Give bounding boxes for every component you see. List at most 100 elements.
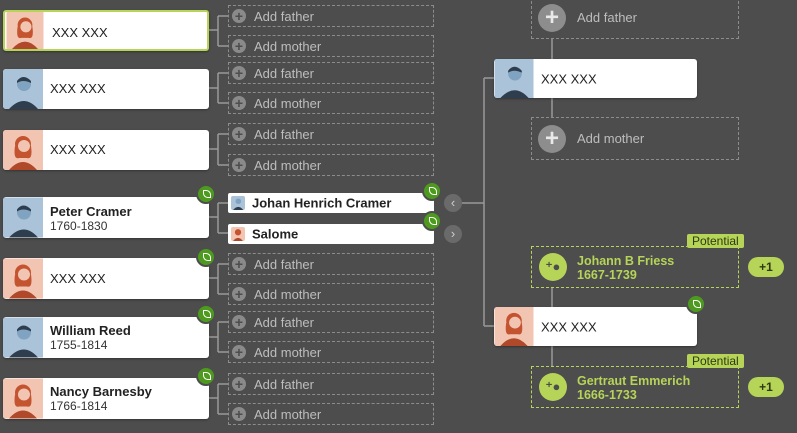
add-father-label: Add father [254,376,314,392]
add-father-button[interactable]: + Add father [228,311,434,333]
person-card-peter-cramer[interactable]: Peter Cramer 1760-1830 [3,197,209,238]
male-avatar-icon [3,197,43,238]
plus-icon: + [232,66,246,80]
add-father-label: Add father [254,314,314,330]
add-father-button[interactable]: + Add father [228,5,434,27]
person-name: XXX XXX [50,271,106,286]
female-avatar-icon [494,307,534,346]
add-mother-label: Add mother [254,286,322,302]
mother-card[interactable]: XXX XXX [494,307,697,346]
leaf-hint-icon[interactable] [422,211,442,231]
potential-badge: Potential [687,354,744,368]
plus-icon: + [538,3,566,32]
person-name: XXX XXX [50,81,106,96]
more-potential-button[interactable]: +1 [748,377,784,397]
potential-father-card[interactable]: ⁺● Johann B Friess 1667-1739 [531,246,739,288]
add-mother-label: Add mother [254,38,322,54]
add-father-label: Add father [254,8,314,24]
female-avatar-icon [231,227,245,241]
add-father-button[interactable]: + Add father [228,373,434,395]
add-mother-label: Add mother [254,344,322,360]
add-mother-button[interactable]: + Add mother [228,92,434,114]
potential-mother-card[interactable]: ⁺● Gertraut Emmerich 1666-1733 [531,366,739,408]
plus-icon: + [232,257,246,271]
child-name: Salome [252,226,299,242]
person-card-5[interactable]: XXX XXX [3,258,209,299]
leaf-hint-icon[interactable] [196,184,216,204]
person-name: XXX XXX [541,319,597,334]
add-mother-button[interactable]: + Add mother [228,283,434,305]
child-card-salome[interactable]: Salome [228,224,434,244]
add-father-button[interactable]: + Add father [228,253,434,275]
male-avatar-icon [3,69,43,109]
add-mother-button[interactable]: + Add mother [228,35,434,57]
potential-name: Johann B Friess [577,254,675,268]
add-mother-button[interactable]: + Add mother [228,341,434,363]
person-name: Peter Cramer [50,204,132,219]
person-name: XXX XXX [50,142,106,157]
add-mother-label: Add mother [254,157,322,173]
plus-icon: + [232,315,246,329]
person-card-3[interactable]: XXX XXX [3,130,209,170]
person-name: William Reed [50,323,131,338]
add-mother-button[interactable]: + Add mother [228,403,434,425]
person-name: XXX XXX [52,25,108,40]
potential-dates: 1666-1733 [577,388,637,402]
father-card[interactable]: XXX XXX [494,59,697,98]
female-avatar-icon [3,258,43,299]
plus-icon: + [232,407,246,421]
plus-icon: + [232,96,246,110]
add-mother-button[interactable]: + Add mother [531,117,739,160]
plus-icon: + [232,39,246,53]
add-mother-label: Add mother [254,95,322,111]
add-father-label: Add father [254,126,314,142]
plus-icon: + [232,377,246,391]
add-father-label: Add father [254,256,314,272]
add-mother-label: Add mother [254,406,322,422]
person-card-william-reed[interactable]: William Reed 1755-1814 [3,317,209,358]
chevron-left-icon[interactable]: ‹ [444,194,462,212]
person-card-nancy-barnesby[interactable]: Nancy Barnesby 1766-1814 [3,378,209,419]
leaf-hint-icon[interactable] [686,294,706,314]
add-father-button[interactable]: + Add father [228,123,434,145]
plus-icon: + [538,124,566,153]
leaf-hint-icon[interactable] [196,247,216,267]
person-card-2[interactable]: XXX XXX [3,69,209,109]
add-person-icon: ⁺● [539,373,567,401]
leaf-hint-icon[interactable] [422,181,442,201]
add-father-label: Add father [254,65,314,81]
add-mother-button[interactable]: + Add mother [228,154,434,176]
person-card-1[interactable]: XXX XXX [3,10,209,51]
person-dates: 1755-1814 [50,338,108,352]
plus-icon: + [232,287,246,301]
person-dates: 1766-1814 [50,399,108,413]
chevron-right-icon[interactable]: › [444,225,462,243]
child-card-johan-henrich-cramer[interactable]: Johan Henrich Cramer [228,193,434,213]
potential-dates: 1667-1739 [577,268,637,282]
plus-icon: + [232,127,246,141]
female-avatar-icon [3,378,43,419]
female-avatar-icon [5,12,45,49]
potential-badge: Potential [687,234,744,248]
plus-icon: + [232,158,246,172]
add-father-button[interactable]: + Add father [228,62,434,84]
male-avatar-icon [3,317,43,358]
add-person-icon: ⁺● [539,253,567,281]
person-name: XXX XXX [541,71,597,86]
leaf-hint-icon[interactable] [196,366,216,386]
male-avatar-icon [231,196,245,210]
person-dates: 1760-1830 [50,219,108,233]
female-avatar-icon [3,130,43,170]
more-potential-button[interactable]: +1 [748,257,784,277]
person-name: Nancy Barnesby [50,384,152,399]
add-father-label: Add father [577,10,637,25]
add-mother-label: Add mother [577,131,645,146]
leaf-hint-icon[interactable] [196,304,216,324]
plus-icon: + [232,345,246,359]
male-avatar-icon [494,59,534,98]
add-father-button[interactable]: + Add father [531,0,739,39]
plus-icon: + [232,9,246,23]
child-name: Johan Henrich Cramer [252,195,392,211]
potential-name: Gertraut Emmerich [577,374,691,388]
